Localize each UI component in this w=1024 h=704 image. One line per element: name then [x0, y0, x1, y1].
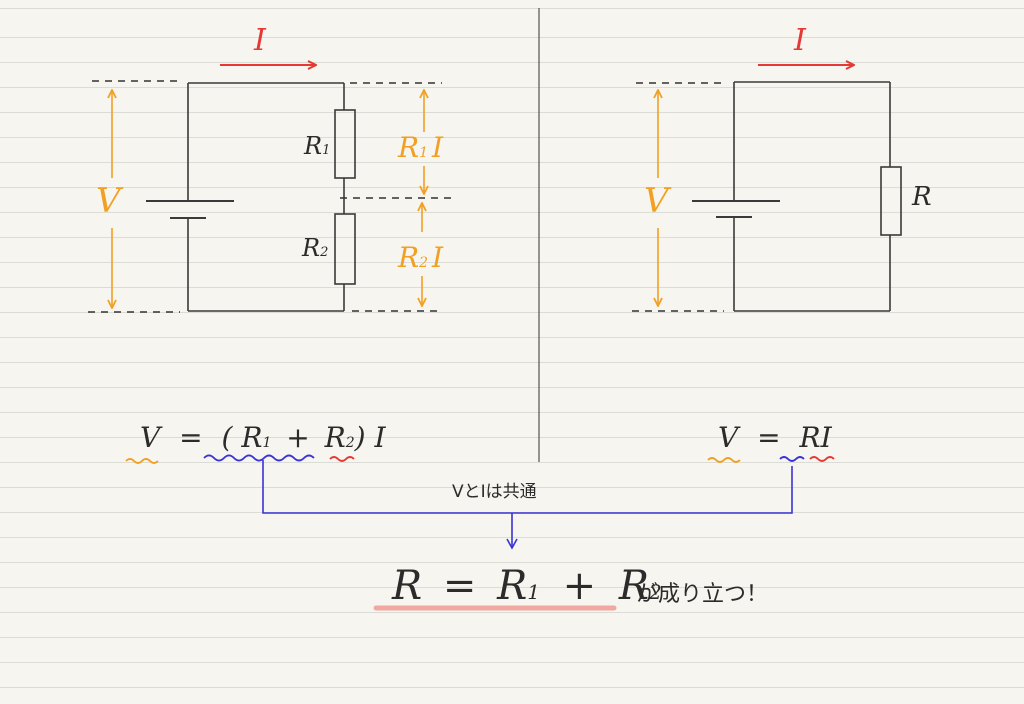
left-voltage-arrows: [112, 90, 424, 308]
connector-label: VとIは共通: [452, 482, 537, 502]
right-v-wave: [707, 457, 741, 463]
resistor-r1: [334, 109, 356, 179]
right-current-label: I: [794, 23, 806, 58]
result-suffix: が成り立つ！: [636, 582, 769, 607]
common-connector: [262, 460, 793, 550]
left-dashed-guides: [88, 80, 452, 313]
right-voltage-label: V: [644, 181, 669, 221]
left-circuit: [146, 82, 356, 312]
right-circuit: [692, 81, 902, 312]
left-i-wave: [329, 456, 355, 462]
right-r-wave: [779, 456, 805, 462]
left-r-sum-wave: [203, 454, 315, 462]
right-i-wave: [809, 456, 835, 462]
left-voltage-label: V: [96, 181, 121, 221]
r2-label: R2: [302, 234, 329, 262]
right-dashed-guides: [632, 82, 724, 312]
equation-underlines: [125, 454, 835, 464]
resistor-r: [880, 166, 902, 236]
resistor-r2: [334, 213, 356, 285]
left-equation: V = ( R1 + R2) I: [140, 421, 386, 454]
r-label: R: [912, 182, 932, 212]
left-v-wave: [125, 458, 159, 464]
right-equation: V = RI: [718, 421, 832, 454]
r1-label: R1: [304, 132, 331, 160]
result-equation: R = R1 + R2: [392, 563, 662, 609]
left-current-label: I: [254, 23, 266, 58]
